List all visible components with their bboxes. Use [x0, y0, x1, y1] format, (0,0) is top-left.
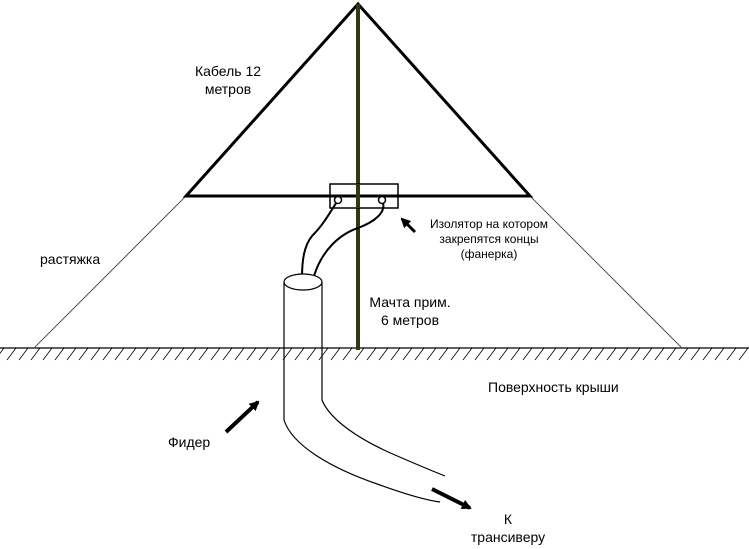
- mast-label: Мачта прим. 6 метров: [369, 294, 451, 328]
- cable-label: Кабель 12 метров: [194, 63, 262, 97]
- insulator-label: Изолятор на котором закрепятся концы (фа…: [429, 217, 548, 261]
- guy-wire-left: [33, 195, 187, 349]
- roof-surface-label: Поверхность крыши: [488, 379, 619, 395]
- to-transceiver-label: К трансиверу: [470, 511, 546, 545]
- transceiver-arrow: [431, 487, 472, 510]
- feeder-tube: [283, 273, 446, 503]
- guy-wire-right: [529, 195, 683, 349]
- insulator-arrow: [400, 217, 417, 234]
- guy-wire-label: растяжка: [40, 251, 101, 267]
- feeder-label: Фидер: [168, 434, 211, 450]
- roof-hatching: [0, 347, 749, 361]
- feeder-wire-right: [313, 199, 385, 277]
- feeder-arrow: [224, 400, 260, 434]
- roof-surface: [0, 347, 749, 361]
- feeder-wire-left: [301, 199, 339, 279]
